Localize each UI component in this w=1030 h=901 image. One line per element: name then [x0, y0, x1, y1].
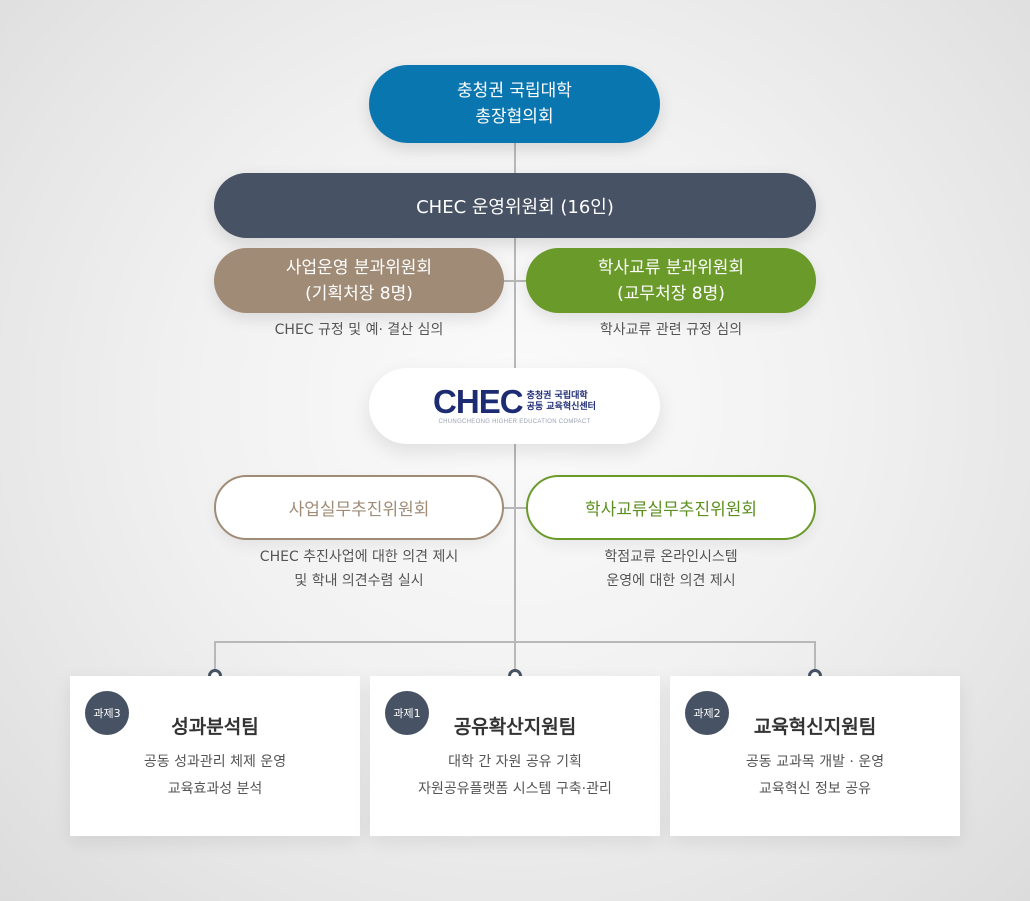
team-desc: 공동 성과관리 체제 운영 교육효과성 분석 [70, 749, 360, 803]
chec-logo-kr-line1: 충청권 국립대학 [526, 391, 588, 401]
team-desc-line1: 공동 성과관리 체제 운영 [143, 754, 287, 770]
connector-team-left [214, 641, 216, 671]
academic-subcommittee-line1: 학사교류 분과위원회 [597, 257, 745, 278]
academic-subcommittee-node: 학사교류 분과위원회 (교무처장 8명) [526, 248, 816, 313]
academic-subcommittee-line2: (교무처장 8명) [617, 283, 725, 304]
team-desc-line2: 교육혁신 정보 공유 [759, 781, 871, 797]
business-working-committee-label: 사업실무추진위원회 [288, 500, 430, 520]
connector-working-horizontal [500, 507, 530, 509]
chec-logo-node: CHEC 충청권 국립대학 공동 교육혁신센터 CHUNGCHEONG HIGH… [369, 368, 660, 444]
chec-logo: CHEC 충청권 국립대학 공동 교육혁신센터 [433, 383, 596, 420]
academic-working-committee-desc-line1: 학점교류 온라인시스템 [604, 549, 738, 565]
steering-committee-label: CHEC 운영위원회 (16인) [416, 196, 614, 218]
academic-working-committee-label: 학사교류실무추진위원회 [584, 500, 758, 520]
presidents-council-line1: 충청권 국립대학 [457, 81, 572, 101]
team-desc-line2: 교육효과성 분석 [167, 781, 263, 797]
business-working-committee-desc-line2: 및 학내 의견수렴 실시 [294, 573, 424, 589]
team-title: 성과분석팀 [171, 716, 259, 738]
presidents-council-node: 충청권 국립대학 총장협의회 [369, 65, 660, 143]
presidents-council-line2: 총장협의회 [475, 107, 554, 127]
academic-working-committee-desc-line2: 운영에 대한 의견 제시 [606, 573, 736, 589]
team-desc: 공동 교과목 개발 · 운영 교육혁신 정보 공유 [670, 749, 960, 803]
chec-logo-kr-line2: 공동 교육혁신센터 [526, 402, 596, 412]
academic-subcommittee-desc: 학사교류 관련 규정 심의 [599, 322, 743, 338]
chec-logo-english: CHUNGCHEONG HIGHER EDUCATION COMPACT [438, 419, 591, 425]
business-working-committee-desc-line1: CHEC 추진사업에 대한 의견 제시 [259, 549, 459, 565]
team-desc-line1: 대학 간 자원 공유 기획 [448, 754, 582, 770]
chec-logo-mark: CHEC [433, 383, 524, 420]
connector-subcommittee-horizontal [500, 280, 530, 282]
business-working-committee-desc: CHEC 추진사업에 대한 의견 제시 및 학내 의견수렴 실시 [214, 545, 504, 593]
team-card-sharing: 과제1 공유확산지원팀 대학 간 자원 공유 기획 자원공유플랫폼 시스템 구축… [370, 676, 660, 836]
team-desc-line2: 자원공유플랫폼 시스템 구축·관리 [418, 781, 612, 797]
chec-logo-korean: 충청권 국립대학 공동 교육혁신센터 [527, 391, 596, 413]
business-subcommittee-node: 사업운영 분과위원회 (기획처장 8명) [214, 248, 504, 313]
team-title: 공유확산지원팀 [453, 716, 577, 738]
business-working-committee-node: 사업실무추진위원회 [214, 475, 504, 540]
connector-teams-horizontal [214, 641, 816, 643]
team-badge: 과제2 [685, 691, 729, 735]
team-title: 교육혁신지원팀 [753, 716, 877, 738]
team-badge: 과제3 [85, 691, 129, 735]
business-subcommittee-line1: 사업운영 분과위원회 [285, 257, 433, 278]
steering-committee-node: CHEC 운영위원회 (16인) [214, 173, 816, 238]
team-card-innovation: 과제2 교육혁신지원팀 공동 교과목 개발 · 운영 교육혁신 정보 공유 [670, 676, 960, 836]
academic-working-committee-desc: 학점교류 온라인시스템 운영에 대한 의견 제시 [526, 545, 816, 593]
business-subcommittee-desc: CHEC 규정 및 예· 결산 심의 [274, 322, 444, 338]
team-desc-line1: 공동 교과목 개발 · 운영 [745, 754, 885, 770]
connector-team-right [814, 641, 816, 671]
business-subcommittee-line2: (기획처장 8명) [305, 283, 413, 304]
team-badge: 과제1 [385, 691, 429, 735]
academic-working-committee-node: 학사교류실무추진위원회 [526, 475, 816, 540]
team-desc: 대학 간 자원 공유 기획 자원공유플랫폼 시스템 구축·관리 [370, 749, 660, 803]
team-card-performance: 과제3 성과분석팀 공동 성과관리 체제 운영 교육효과성 분석 [70, 676, 360, 836]
